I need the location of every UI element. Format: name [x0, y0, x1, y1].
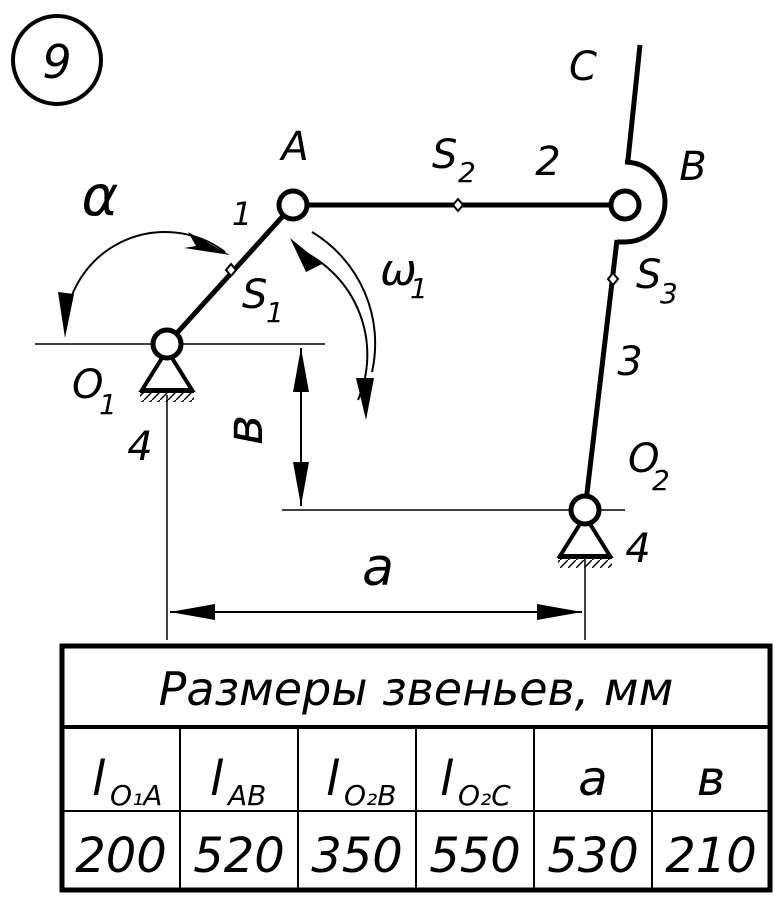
header-main: l — [92, 751, 106, 807]
table-header-0: l O₁A — [92, 751, 162, 812]
dimension-b-label: в — [215, 415, 275, 446]
table-header-5: в — [697, 751, 725, 807]
dimension-a-label: a — [362, 538, 394, 598]
table-value-2: 350 — [311, 828, 403, 884]
joint-a — [276, 188, 310, 222]
label-b: B — [679, 144, 706, 190]
header-sub: O₁A — [110, 779, 162, 812]
label-o1: O — [72, 362, 103, 408]
table-value-0: 200 — [75, 828, 167, 884]
label-alpha: α — [82, 164, 119, 229]
table-value-1: 520 — [193, 828, 285, 884]
table-value-5: 210 — [665, 828, 757, 884]
label-link-2: 2 — [535, 139, 560, 185]
variant-badge: 9 — [11, 14, 103, 106]
link-3-extension-to-c — [625, 44, 643, 161]
table-header-4: a — [578, 751, 607, 807]
omega-arc — [290, 231, 377, 420]
variant-number: 9 — [42, 35, 71, 89]
label-s2: S — [432, 132, 457, 178]
s1-mark — [224, 262, 238, 278]
table-header-3: l O₂C — [440, 751, 511, 812]
label-s2-sub: 2 — [458, 156, 476, 189]
label-s1-sub: 1 — [266, 296, 284, 329]
header-main: l — [440, 751, 454, 807]
label-a: A — [278, 124, 308, 170]
header-main: a — [578, 751, 607, 807]
label-s3: S — [636, 252, 661, 298]
table-value-3: 550 — [429, 828, 521, 884]
label-ground-2: 4 — [625, 526, 650, 572]
label-s3-sub: 3 — [660, 277, 678, 310]
table-header-2: l O₂B — [326, 751, 396, 812]
label-omega-sub: 1 — [410, 272, 428, 305]
label-omega: ω — [380, 245, 417, 296]
ground-support-o2 — [556, 493, 614, 568]
table-value-4: 530 — [547, 828, 639, 884]
s2-mark — [451, 197, 465, 213]
joint-b — [608, 188, 642, 222]
dimension-b — [293, 348, 309, 506]
label-o2: O — [628, 436, 659, 482]
header-main: l — [326, 751, 340, 807]
header-sub: AB — [226, 779, 266, 812]
header-sub: O₂C — [458, 779, 511, 812]
label-link-3: 3 — [617, 339, 642, 385]
label-c: C — [569, 44, 597, 90]
dimension-a — [170, 604, 582, 620]
dimensions-table — [59, 643, 773, 893]
label-ground-1: 4 — [127, 424, 152, 470]
header-main: l — [210, 751, 224, 807]
label-link-1: 1 — [232, 195, 252, 233]
rocker-body — [617, 159, 668, 245]
ground-support-o1 — [138, 327, 196, 402]
table-header-1: l AB — [210, 751, 266, 812]
header-main: в — [697, 751, 725, 807]
s3-mark — [606, 271, 620, 287]
label-o1-sub: 1 — [99, 388, 117, 421]
alpha-arc — [58, 230, 230, 338]
label-o2-sub: 2 — [652, 464, 670, 497]
table-title: Размеры звеньев, мм — [159, 662, 674, 716]
link-3 — [582, 239, 620, 511]
label-s1: S — [242, 272, 267, 318]
header-sub: O₂B — [344, 779, 396, 812]
